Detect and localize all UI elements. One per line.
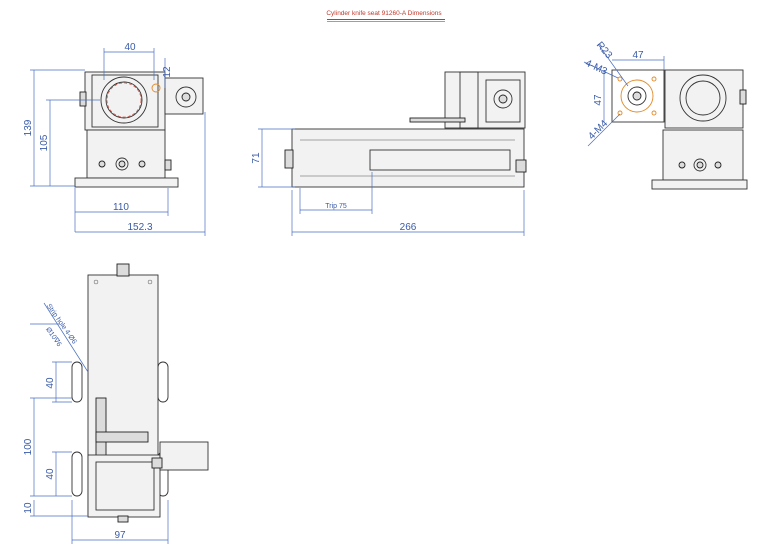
top-motor-block: [87, 454, 161, 518]
top-slot-upper-left: [71, 361, 83, 403]
dim-front-height-body: 105: [39, 134, 50, 151]
side-valve-core: [498, 94, 508, 104]
front-cylinder-inner: [105, 81, 143, 119]
side-view: 71 Trip 75 266: [251, 71, 527, 236]
front-fitting-left: [98, 160, 106, 168]
top-motor-inner: [95, 461, 155, 511]
right-bore: [627, 86, 647, 106]
dim-front-offset: 12: [162, 66, 173, 78]
right-fitting-center: [693, 158, 707, 172]
dim-top-spacing: 100: [23, 438, 34, 455]
dim-front-top-width: 40: [124, 42, 136, 53]
front-flange: [91, 74, 159, 128]
front-fitting-center: [115, 157, 129, 171]
top-valve: [159, 441, 209, 471]
dim-side-stroke: Trip 75: [325, 203, 347, 210]
dim-top-slot-lower: 40: [45, 468, 56, 480]
top-rod-end: [117, 515, 129, 523]
dim-side-height: 71: [251, 152, 262, 164]
right-knob: [739, 89, 747, 105]
right-base-plate: [651, 179, 748, 190]
side-fitting: [515, 159, 527, 173]
side-blade: [409, 117, 466, 123]
right-hole-2: [651, 76, 657, 82]
front-view: 40 12 139 105 110 152.3: [23, 42, 206, 236]
dim-right-thread-small: 4-M3: [583, 58, 609, 78]
dim-top-bottom: 10: [23, 502, 34, 514]
title-underline: [327, 19, 445, 20]
right-cylinder-outer: [679, 74, 727, 122]
top-view: Strip hole 4-Ø6 Ø10∇6 40 100 40 10 97: [23, 263, 209, 544]
front-valve-ring: [175, 86, 197, 108]
dim-top-slot-upper: 40: [45, 377, 56, 389]
dim-front-base-width: 110: [113, 202, 129, 213]
right-fitting-right: [714, 161, 722, 169]
top-screw-1: [93, 279, 99, 285]
right-fitting-left: [678, 161, 686, 169]
dim-right-radius: R23: [594, 40, 615, 61]
front-cylinder-outer: [100, 76, 148, 124]
right-body: [662, 129, 744, 181]
right-view: 47 47 R23 4-M3 4-M4: [583, 40, 748, 190]
right-hole-4: [651, 110, 657, 116]
top-slot-upper-right: [157, 361, 169, 403]
top-screw-2: [147, 279, 153, 285]
dim-top-width: 97: [114, 530, 126, 541]
dim-front-height-total: 139: [23, 119, 34, 136]
front-port: [151, 83, 161, 93]
right-hole-1: [617, 76, 623, 82]
side-end-cap: [284, 149, 294, 169]
dim-right-height: 47: [593, 94, 604, 106]
front-left-knob: [79, 91, 87, 107]
right-flange-square: [611, 69, 665, 123]
right-fitting-core: [696, 161, 704, 169]
dim-leader-m3: [583, 61, 619, 79]
front-fitting-center-core: [118, 160, 126, 168]
top-slot-lower-left: [71, 451, 83, 497]
front-base-plate: [74, 177, 179, 188]
dim-right-width: 47: [632, 50, 644, 61]
front-body: [86, 129, 166, 179]
side-piston-rod: [369, 149, 511, 171]
front-cylinder-centerline: [106, 82, 142, 118]
top-blade: [95, 397, 107, 459]
top-end-fitting: [116, 263, 130, 277]
right-cylinder-inner: [685, 80, 721, 116]
dim-leader-m4: [587, 113, 621, 147]
right-bolt-circle: [620, 79, 654, 113]
dim-leader-strip-hole: [43, 302, 89, 373]
dim-right-thread-large: 4-M4: [586, 118, 610, 142]
right-bore-core: [632, 91, 642, 101]
side-cylinder-body: [291, 128, 525, 188]
right-hole-3: [617, 110, 623, 116]
dim-front-overall-width: 152.3: [127, 222, 152, 233]
front-valve-core: [181, 92, 191, 102]
top-bracket: [95, 431, 149, 443]
top-valve-fitting: [151, 457, 163, 469]
front-fitting-right: [138, 160, 146, 168]
dim-leader-radius: [597, 43, 629, 87]
front-right-screw: [164, 159, 172, 171]
title-underline-secondary: [327, 21, 445, 22]
drawing-title: Cylinder knife seat 91260-A Dimensions: [326, 10, 442, 17]
dim-side-length: 266: [400, 222, 417, 233]
side-flange: [459, 71, 479, 129]
side-valve-ring: [493, 89, 513, 109]
